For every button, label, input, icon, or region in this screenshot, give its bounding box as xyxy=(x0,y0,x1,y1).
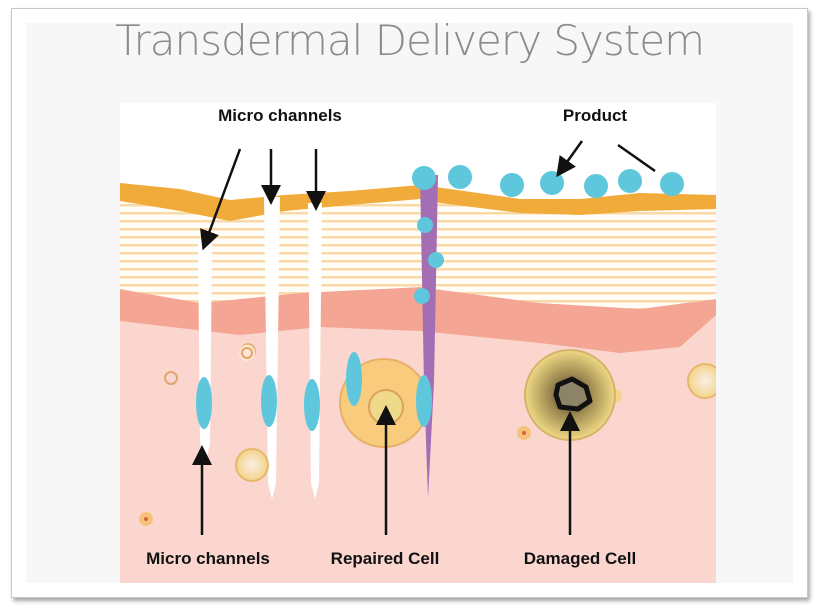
label-product: Product xyxy=(563,106,628,125)
slide-title: Transdermal Delivery System xyxy=(115,16,705,65)
product-capsules xyxy=(196,352,432,431)
skin-diagram: Micro channels Product Micro channels Re… xyxy=(120,103,716,583)
annotation-arrows xyxy=(192,140,656,535)
background-cells xyxy=(139,343,716,526)
product-spheres xyxy=(412,165,684,304)
label-micro-channels-bottom: Micro channels xyxy=(146,549,270,568)
micro-channel-1 xyxy=(198,243,212,463)
label-micro-channels-top: Micro channels xyxy=(218,106,342,125)
label-repaired-cell: Repaired Cell xyxy=(331,549,440,568)
damaged-cell xyxy=(524,349,616,441)
label-damaged-cell: Damaged Cell xyxy=(524,549,636,568)
